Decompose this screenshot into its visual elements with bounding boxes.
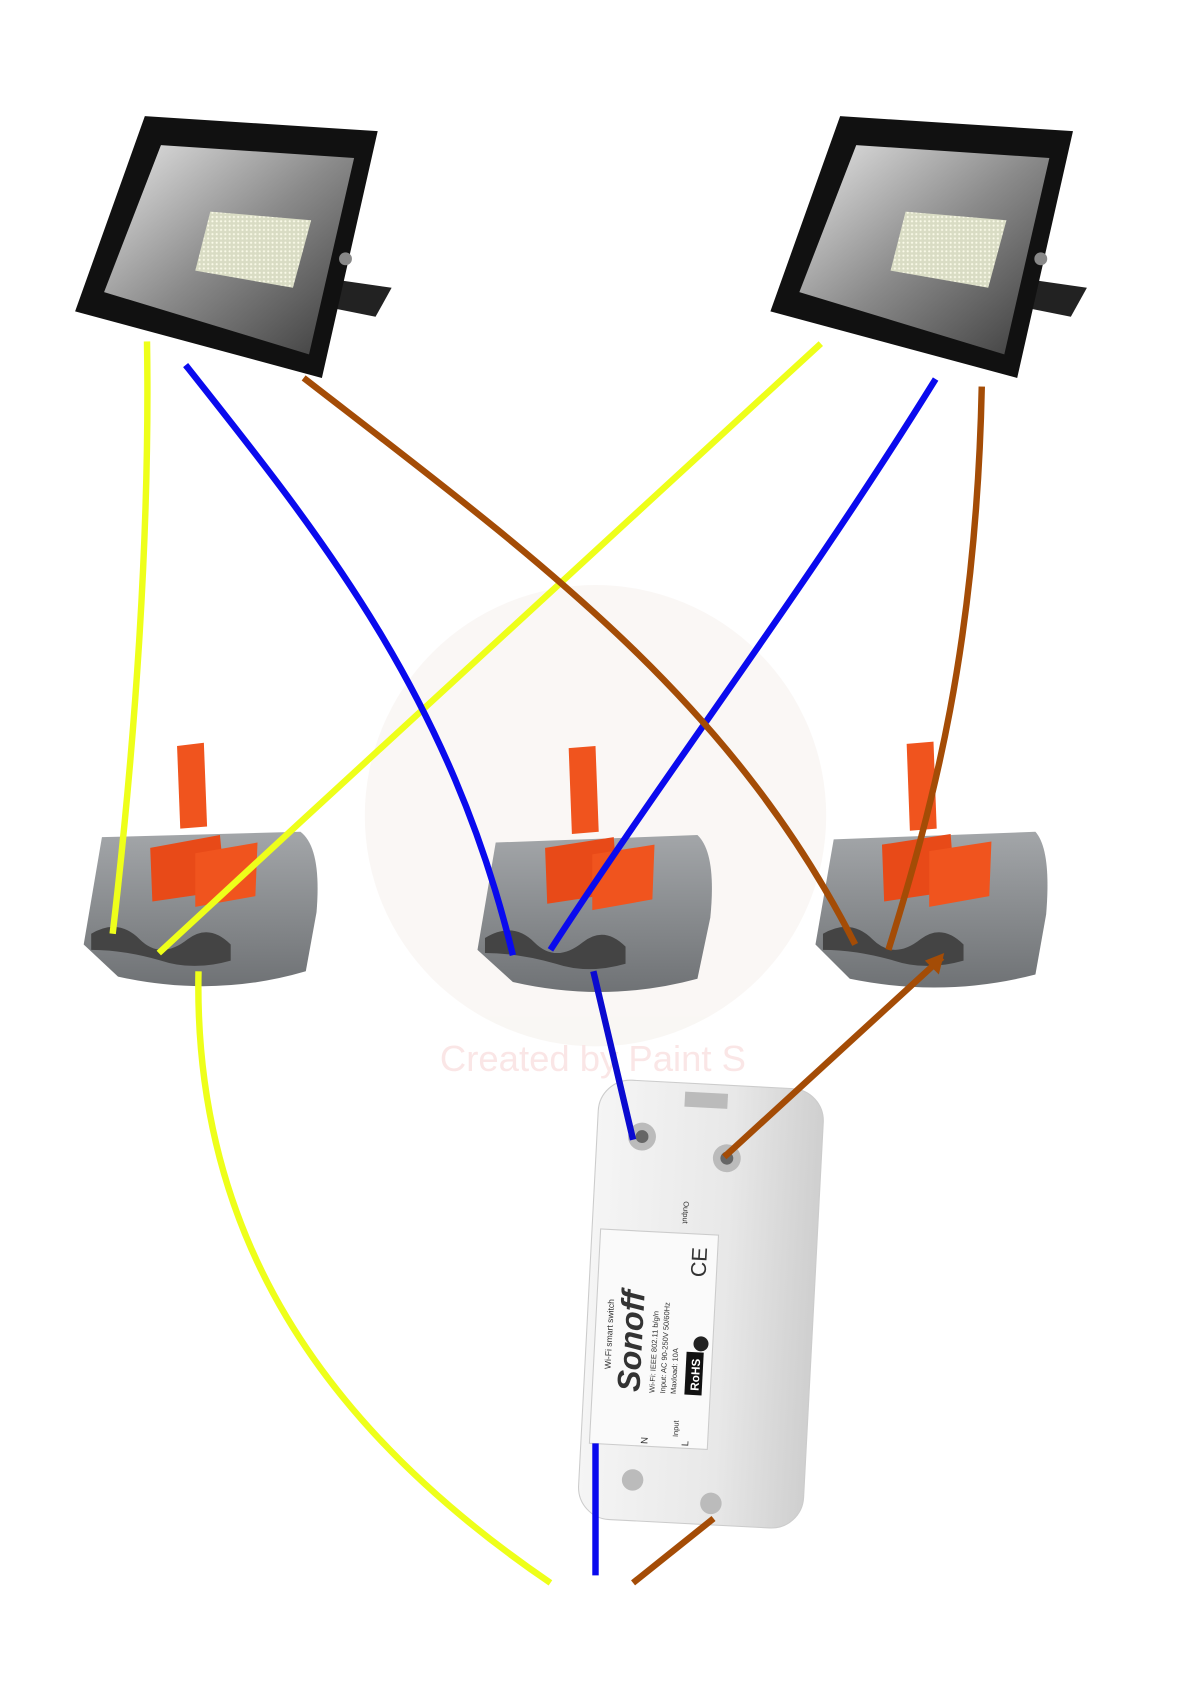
neutral-wire-right-lamp xyxy=(547,377,939,952)
sonoff-output-label: Output xyxy=(681,1201,691,1225)
wires xyxy=(109,341,985,1586)
watermark-text: Created by Paint S xyxy=(440,1038,746,1079)
lever-connector-left xyxy=(83,742,318,987)
sonoff-subtitle: Wi-Fi smart switch xyxy=(602,1299,616,1370)
sonoff-input-l: L xyxy=(680,1440,691,1447)
live-wire-left-lamp xyxy=(301,375,859,946)
sonoff-switch: Sonoff Wi-Fi smart switch Wi-Fi: IEEE 80… xyxy=(578,1079,824,1529)
arrow-head-icon xyxy=(924,953,945,975)
live-wire-sonoff-output xyxy=(722,954,945,1160)
lever-connector-right xyxy=(815,741,1048,988)
neutral-wire-sonoff-output xyxy=(590,970,637,1141)
earth-wire-supply xyxy=(195,971,553,1586)
lever-connector-middle xyxy=(477,745,712,993)
live-wire-right-lamp xyxy=(885,386,985,951)
sonoff-input-n: N xyxy=(639,1437,650,1445)
ce-mark: CE xyxy=(687,1247,713,1278)
sonoff-spec-maxload: Maxload: 10A xyxy=(669,1348,680,1394)
floodlight-right xyxy=(770,116,1087,378)
sonoff-input-label: Input xyxy=(671,1419,681,1437)
earth-wire-left-lamp xyxy=(109,341,151,935)
floodlight-left xyxy=(75,116,392,378)
earth-wire-right-lamp xyxy=(156,341,824,956)
sonoff-button xyxy=(693,1336,709,1352)
sonoff-spec-wifi: Wi-Fi: IEEE 802.11 b/g/n xyxy=(647,1311,660,1393)
sonoff-brand: Sonoff xyxy=(610,1286,651,1392)
rohs-mark: RoHS xyxy=(688,1358,704,1391)
neutral-wire-left-lamp xyxy=(183,363,517,956)
live-wire-supply xyxy=(631,1515,716,1586)
